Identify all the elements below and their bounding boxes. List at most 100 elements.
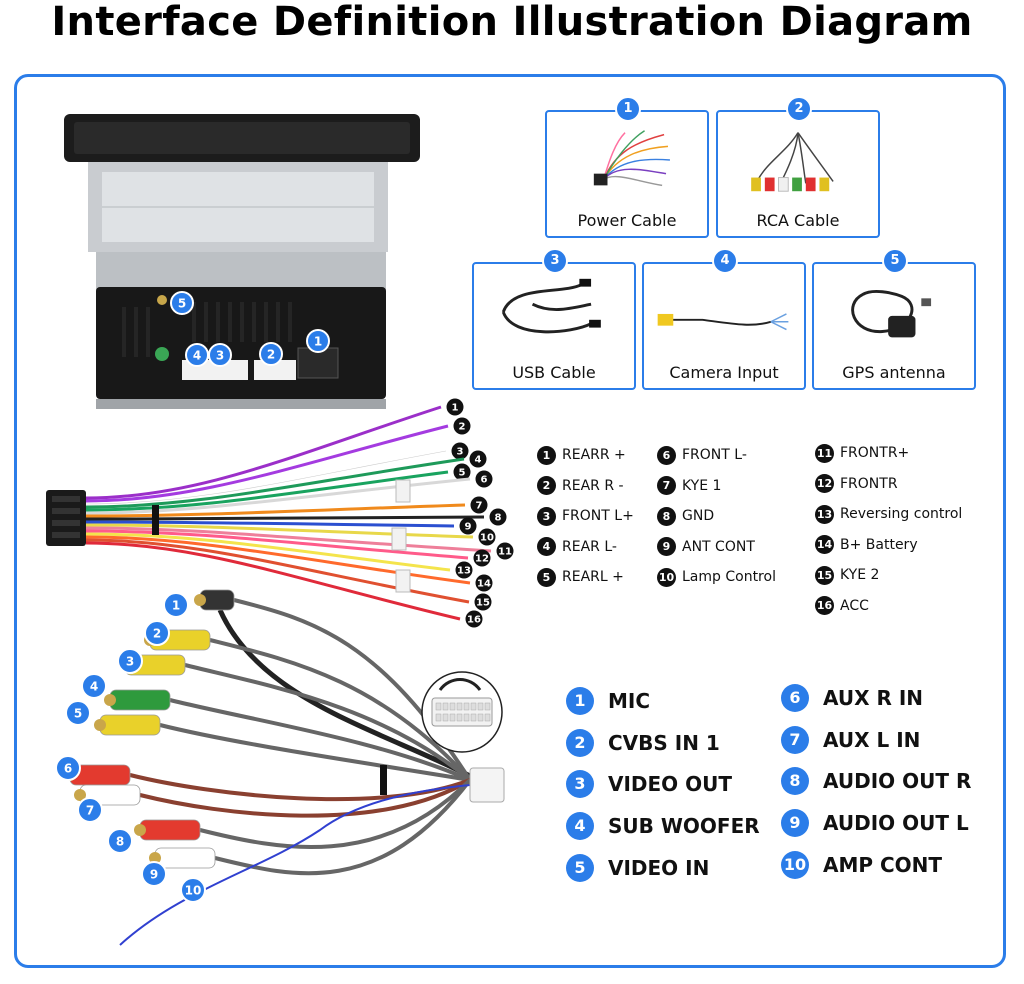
cable-badge-5: 5 — [882, 248, 908, 274]
rca-badge: 9 — [141, 861, 167, 887]
wire-label-tag — [395, 479, 411, 503]
wire-badge-label: 7 — [476, 501, 483, 512]
rca-plug-tip — [104, 694, 116, 706]
rca-badge: 4 — [81, 673, 107, 699]
wire-label-tag — [395, 569, 411, 593]
wire-badge: 13 — [455, 561, 473, 579]
rca-badge-label: 6 — [64, 762, 72, 776]
harness-wire — [85, 532, 451, 572]
harness-wire — [85, 526, 492, 553]
rca-plug-tip — [94, 719, 106, 731]
wire-badge: 3 — [451, 442, 469, 460]
rca-plug — [139, 819, 201, 841]
cable-card-rca: RCA Cable — [716, 110, 880, 238]
gps-antenna-icon — [851, 289, 932, 338]
wire-badge: 6 — [475, 470, 493, 488]
rca-wire — [159, 723, 471, 782]
rca-badge-label: 8 — [116, 835, 124, 849]
port-badge-2: 2 — [259, 342, 283, 366]
wire-badge-label: 5 — [459, 468, 466, 479]
wire-badge: 16 — [465, 610, 483, 628]
rca-wire — [214, 778, 472, 876]
harness-wire — [85, 515, 485, 521]
wire-badge-label: 8 — [495, 513, 502, 524]
cable-card-camera: Camera Input — [642, 262, 806, 390]
rca-badge: 7 — [77, 797, 103, 823]
wire-badge: 5 — [453, 463, 471, 481]
rca-badge-label: 5 — [74, 707, 82, 721]
wire-badge-label: 1 — [452, 403, 459, 414]
port-badge-1: 1 — [306, 329, 330, 353]
svg-text:1: 1 — [314, 335, 322, 349]
wire-badge: 8 — [489, 508, 507, 526]
rca-badge-label: 2 — [153, 627, 161, 641]
rca-badge: 6 — [55, 755, 81, 781]
port-badge-3: 3 — [208, 343, 232, 367]
rca-connector — [469, 767, 505, 803]
rca-wire — [169, 698, 471, 782]
wire-badge-label: 16 — [467, 615, 481, 626]
wire-badge: 4 — [469, 450, 487, 468]
rca-badge-label: 4 — [90, 680, 98, 694]
rca-badge-label: 3 — [126, 655, 134, 669]
wire-badge-label: 11 — [498, 547, 512, 558]
amp-cont-wire — [119, 784, 471, 946]
rca-plug-tip — [134, 824, 146, 836]
rca-badge: 8 — [107, 828, 133, 854]
head-unit-image — [64, 114, 420, 409]
cable-badge-2: 2 — [786, 96, 812, 122]
cable-card-gps: GPS antenna — [812, 262, 976, 390]
rca-plug-tip — [74, 789, 86, 801]
wire-badge-label: 3 — [457, 447, 464, 458]
wire-badge: 1 — [446, 398, 464, 416]
wire-badge-label: 13 — [457, 566, 471, 577]
harness-wire — [85, 503, 466, 518]
wire-badge: 10 — [478, 528, 496, 546]
wire-badge: 11 — [496, 542, 514, 560]
cable-badge-4: 4 — [712, 248, 738, 274]
wire-badge-label: 12 — [475, 554, 489, 565]
connector-zoom — [421, 671, 503, 753]
rca-wire — [199, 778, 472, 850]
harness-wire — [85, 520, 455, 528]
rca-badge-label: 10 — [185, 884, 202, 898]
harness-wire — [85, 405, 442, 500]
cable-tie — [152, 505, 159, 535]
cable-card-power: Power Cable — [545, 110, 709, 238]
cable-badge-3: 3 — [542, 248, 568, 274]
rca-plug — [154, 847, 216, 869]
rca-cable-icon — [751, 132, 834, 192]
rca-wire — [209, 638, 472, 782]
wire-badge: 9 — [459, 517, 477, 535]
rca-badge: 10 — [180, 877, 206, 903]
wire-badge-label: 10 — [480, 533, 494, 544]
harness-wire — [85, 424, 449, 503]
wire-badge: 7 — [470, 496, 488, 514]
rca-badge: 2 — [144, 620, 170, 646]
wire-badge-label: 6 — [481, 475, 488, 486]
wire-badge-label: 14 — [477, 579, 491, 590]
wire-badge: 14 — [475, 574, 493, 592]
harness-wire — [85, 523, 474, 539]
wire-badge: 12 — [473, 549, 491, 567]
